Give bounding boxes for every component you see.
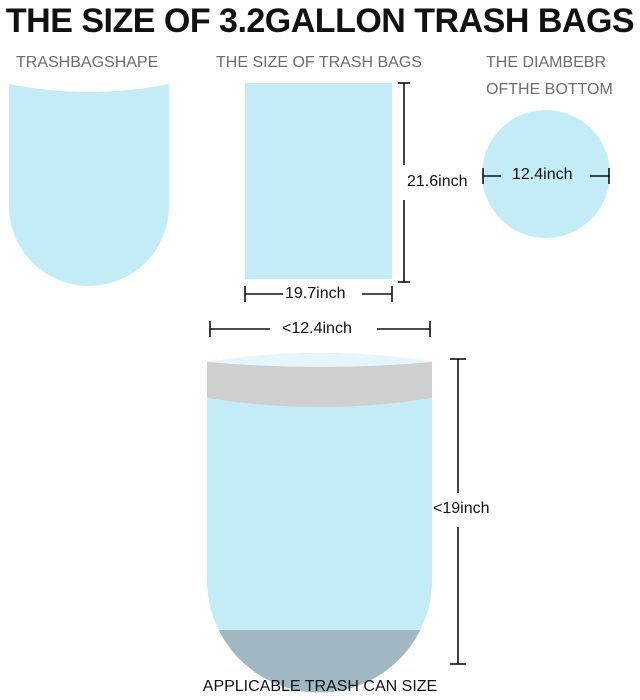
bag-width-value: 19.7inch [285, 285, 346, 302]
page-title: THE SIZE OF 3.2GALLON TRASH BAGS [5, 2, 635, 40]
can-height-value: <19inch [432, 500, 491, 518]
trash-can-rim-top [207, 353, 432, 367]
bottom-diameter-dimension [482, 168, 610, 184]
bottom-diameter-label-line2: OFTHE BOTTOM [486, 81, 613, 98]
flat-trash-bag-illustration [245, 83, 392, 279]
bottom-diameter-value: 12.4inch [512, 166, 573, 183]
bag-bottom-circle-illustration [482, 110, 610, 238]
trash-can-illustration [207, 353, 432, 693]
trash-can-rim [207, 353, 432, 407]
bag-height-dimension [398, 82, 410, 283]
trash-bag-shape-label: TRASHBAGSHAPE [16, 54, 159, 71]
bag-height-value: 21.6inch [405, 173, 470, 191]
bag-width-dimension [244, 286, 393, 302]
trash-bag-shape-illustration [9, 84, 169, 286]
trash-can-body [207, 362, 432, 693]
bottom-diameter-label-line1: THE DIAMBEBR [486, 54, 607, 71]
trash-bag-size-label: THE SIZE OF TRASH BAGS [216, 54, 422, 71]
can-height-dimension [450, 358, 466, 665]
applicable-can-size-caption: APPLICABLE TRASH CAN SIZE [202, 678, 438, 695]
can-width-dimension [209, 321, 431, 337]
can-width-value: <12.4inch [282, 320, 352, 337]
